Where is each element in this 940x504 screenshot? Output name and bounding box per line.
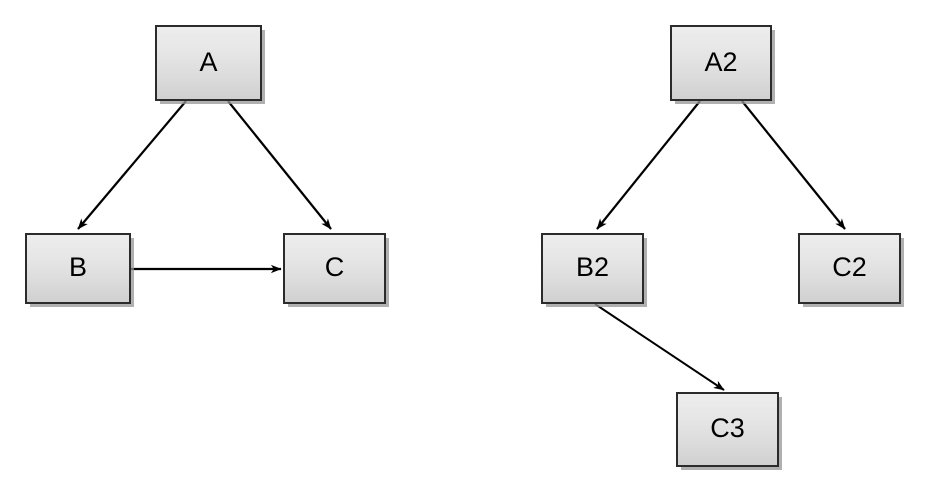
node-b2[interactable]: B2 — [541, 233, 644, 304]
node-c-label: C — [324, 252, 345, 282]
edge-a2-to-b2 — [596, 100, 701, 230]
edge-a-to-b — [77, 100, 187, 230]
edge-a2-to-c2 — [741, 100, 846, 230]
node-b2-label: B2 — [575, 252, 610, 282]
edge-b2-to-c3 — [594, 303, 725, 391]
node-a2[interactable]: A2 — [670, 25, 772, 101]
node-b[interactable]: B — [25, 233, 131, 304]
node-a2-label: A2 — [704, 46, 738, 77]
node-c3[interactable]: C3 — [676, 392, 779, 467]
node-a[interactable]: A — [155, 25, 262, 101]
node-b-label: B — [68, 252, 87, 282]
node-c2-label: C2 — [832, 252, 867, 282]
node-c2[interactable]: C2 — [798, 233, 901, 304]
node-c[interactable]: C — [283, 233, 386, 304]
edge-a-to-c — [227, 100, 332, 230]
node-a-label: A — [199, 46, 218, 77]
node-c3-label: C3 — [710, 413, 745, 443]
